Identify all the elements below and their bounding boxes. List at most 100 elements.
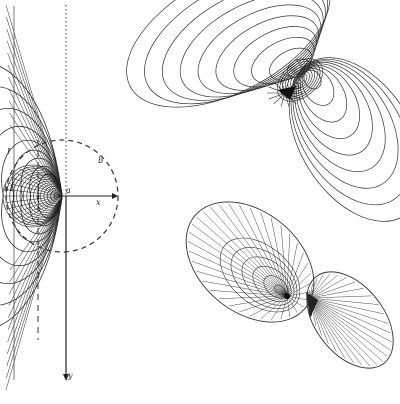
br-spoke-right	[309, 297, 391, 351]
ball-spoke	[10, 195, 63, 215]
br-spoke-left	[239, 204, 288, 297]
br-spoke-right	[309, 281, 356, 299]
br-spoke-left	[196, 271, 288, 297]
fan-line	[9, 195, 63, 283]
label-a: a	[66, 186, 71, 195]
br-ring-left	[219, 237, 301, 313]
br-spoke-left	[202, 280, 288, 297]
tr-lobe-upper	[215, 15, 320, 91]
label-b: b	[98, 156, 103, 165]
tr-knot-ring	[276, 58, 324, 102]
tr-knot-ring	[292, 73, 308, 87]
br-spoke-left	[286, 233, 290, 297]
br-spoke-right	[309, 297, 388, 357]
br-spoke-left	[189, 250, 288, 297]
top-right-panel	[126, 0, 400, 222]
left-panel: a x y b k1 I	[0, 4, 119, 391]
tr-lobe-lower	[303, 69, 322, 90]
br-spoke-right	[309, 297, 385, 315]
fan-line	[9, 124, 63, 197]
br-spoke-right	[309, 297, 389, 324]
ball-spoke	[25, 166, 63, 197]
br-spoke-right	[309, 297, 392, 343]
fan-line	[7, 52, 63, 197]
bottom-right-panel	[185, 201, 394, 369]
br-spoke-right	[309, 297, 363, 366]
loop-curve	[0, 66, 63, 326]
br-spoke-right	[309, 295, 372, 299]
tr-lobe-upper	[144, 0, 329, 105]
label-x: x	[96, 198, 101, 207]
br-spoke-left	[188, 231, 288, 297]
loop-curve	[0, 125, 63, 267]
br-spoke-right	[309, 297, 354, 363]
fan-line	[7, 195, 63, 343]
tr-lobe-lower	[290, 58, 400, 206]
y-axis-arrow	[63, 374, 69, 381]
br-spoke-left	[202, 211, 288, 297]
br-spoke-left	[239, 295, 288, 313]
ball-spoke	[19, 195, 63, 224]
loop-curve	[0, 86, 63, 306]
br-spoke-left	[188, 241, 288, 297]
label-k: k1	[4, 184, 14, 193]
br-spoke-right	[309, 297, 345, 359]
fan-line	[6, 40, 63, 197]
tr-knot-ring	[279, 60, 321, 100]
ball-spoke	[6, 182, 63, 197]
br-spoke-left	[260, 212, 288, 297]
br-spoke-right	[309, 297, 391, 334]
br-spoke-left	[270, 295, 288, 321]
br-spoke-right	[309, 278, 318, 299]
tr-lobe-lower	[292, 60, 399, 189]
br-spoke-left	[228, 203, 288, 297]
br-spoke-left	[196, 216, 288, 297]
br-spoke-left	[286, 295, 304, 308]
br-spoke-right	[309, 297, 384, 362]
br-spoke-left	[286, 242, 298, 297]
ball-spoke	[31, 165, 63, 197]
label-y: y	[67, 371, 73, 380]
br-spoke-left	[210, 290, 288, 297]
x-axis-arrow	[112, 193, 118, 199]
br-dark-wedge	[306, 292, 318, 318]
tr-lobe-upper	[233, 26, 317, 88]
br-spoke-left	[219, 295, 288, 299]
tr-dark-knot	[278, 86, 296, 100]
br-ring-left	[241, 256, 295, 306]
loop-curve	[0, 108, 63, 284]
fan-line	[6, 195, 63, 379]
ball-spoke	[25, 195, 63, 226]
fan-line	[6, 28, 63, 197]
fan-line	[6, 195, 63, 355]
ball-spoke	[10, 177, 63, 197]
br-spoke-left	[286, 295, 298, 313]
br-outer-right	[306, 271, 394, 369]
br-ring-left	[230, 247, 298, 309]
br-spoke-right	[309, 288, 364, 299]
br-spoke-left	[249, 207, 288, 297]
tr-knot-spoke	[273, 92, 286, 105]
br-outer-left	[185, 201, 315, 323]
tr-lobe-upper	[197, 4, 322, 95]
tr-lobe-lower	[298, 65, 360, 139]
tr-lobe-upper	[161, 0, 326, 101]
tr-lobe-lower	[296, 63, 373, 156]
br-spoke-right	[309, 277, 347, 299]
br-center-dot	[284, 293, 290, 299]
tr-lobe-lower	[294, 61, 386, 173]
br-spoke-right	[309, 297, 379, 305]
label-I: I	[6, 147, 11, 156]
loop-curve	[1, 139, 63, 253]
tr-knot-spoke	[268, 92, 286, 100]
br-spoke-right	[309, 275, 324, 299]
br-spoke-left	[249, 295, 288, 317]
br-spoke-left	[286, 295, 309, 301]
ball-spoke	[6, 195, 63, 210]
tr-lobe-upper	[126, 0, 331, 108]
br-ring-left	[274, 284, 286, 296]
fan-line	[6, 16, 63, 197]
br-spoke-left	[191, 223, 288, 297]
br-spoke-right	[309, 297, 378, 365]
